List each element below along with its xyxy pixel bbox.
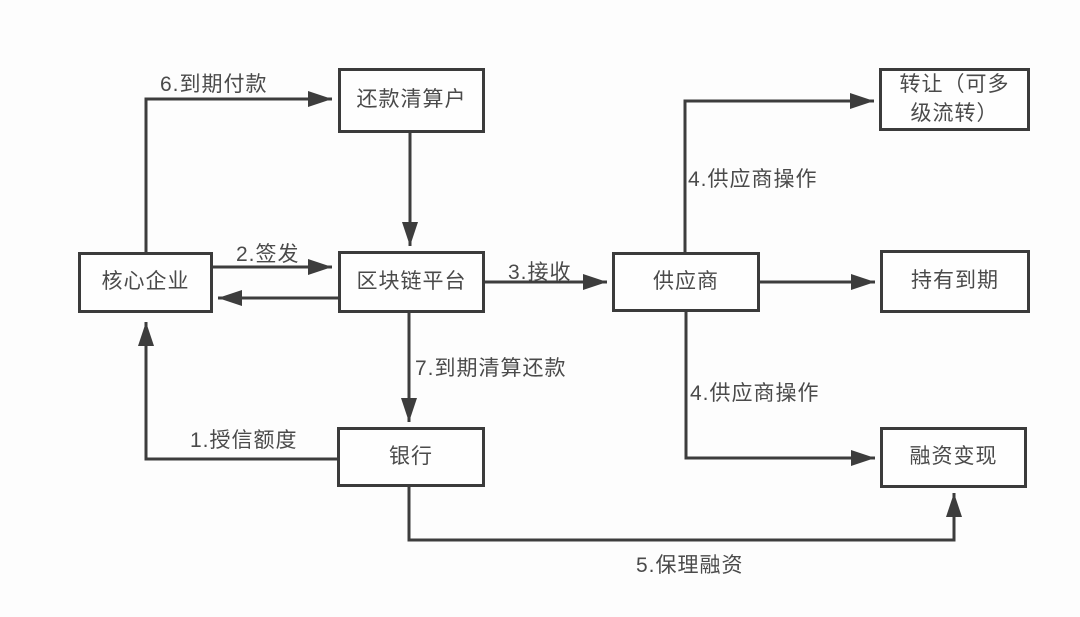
node-repayment-account: 还款清算户 <box>338 68 485 133</box>
edge-supplier-action-top-arrow <box>683 93 874 252</box>
node-transfer: 转让（可多级流转） <box>879 68 1030 131</box>
edge-label-issue: 2.签发 <box>236 243 300 266</box>
node-hold-to-maturity: 持有到期 <box>880 250 1030 313</box>
node-financing: 融资变现 <box>880 427 1027 488</box>
node-blockchain-platform: 区块链平台 <box>338 251 485 313</box>
edge-label-supplier-action-top: 4.供应商操作 <box>688 168 818 191</box>
edge-label-receive: 3.接收 <box>508 261 572 284</box>
edge-label-maturity-payment: 6.到期付款 <box>160 73 268 96</box>
edge-label-factoring: 5.保理融资 <box>636 554 744 577</box>
edge-supplier-action-bottom-arrow <box>684 312 875 466</box>
edge-label-maturity-clearing: 7.到期清算还款 <box>415 357 567 380</box>
node-bank: 银行 <box>337 427 485 487</box>
edge-maturity-payment-arrow <box>144 91 332 252</box>
edge-label-credit-line: 1.授信额度 <box>190 429 298 452</box>
edge-credit-line-arrow <box>138 322 337 461</box>
edge-factoring-arrow <box>407 487 962 542</box>
node-supplier: 供应商 <box>612 252 760 312</box>
node-core-enterprise: 核心企业 <box>78 252 213 313</box>
edge-label-supplier-action-bottom: 4.供应商操作 <box>690 382 820 405</box>
